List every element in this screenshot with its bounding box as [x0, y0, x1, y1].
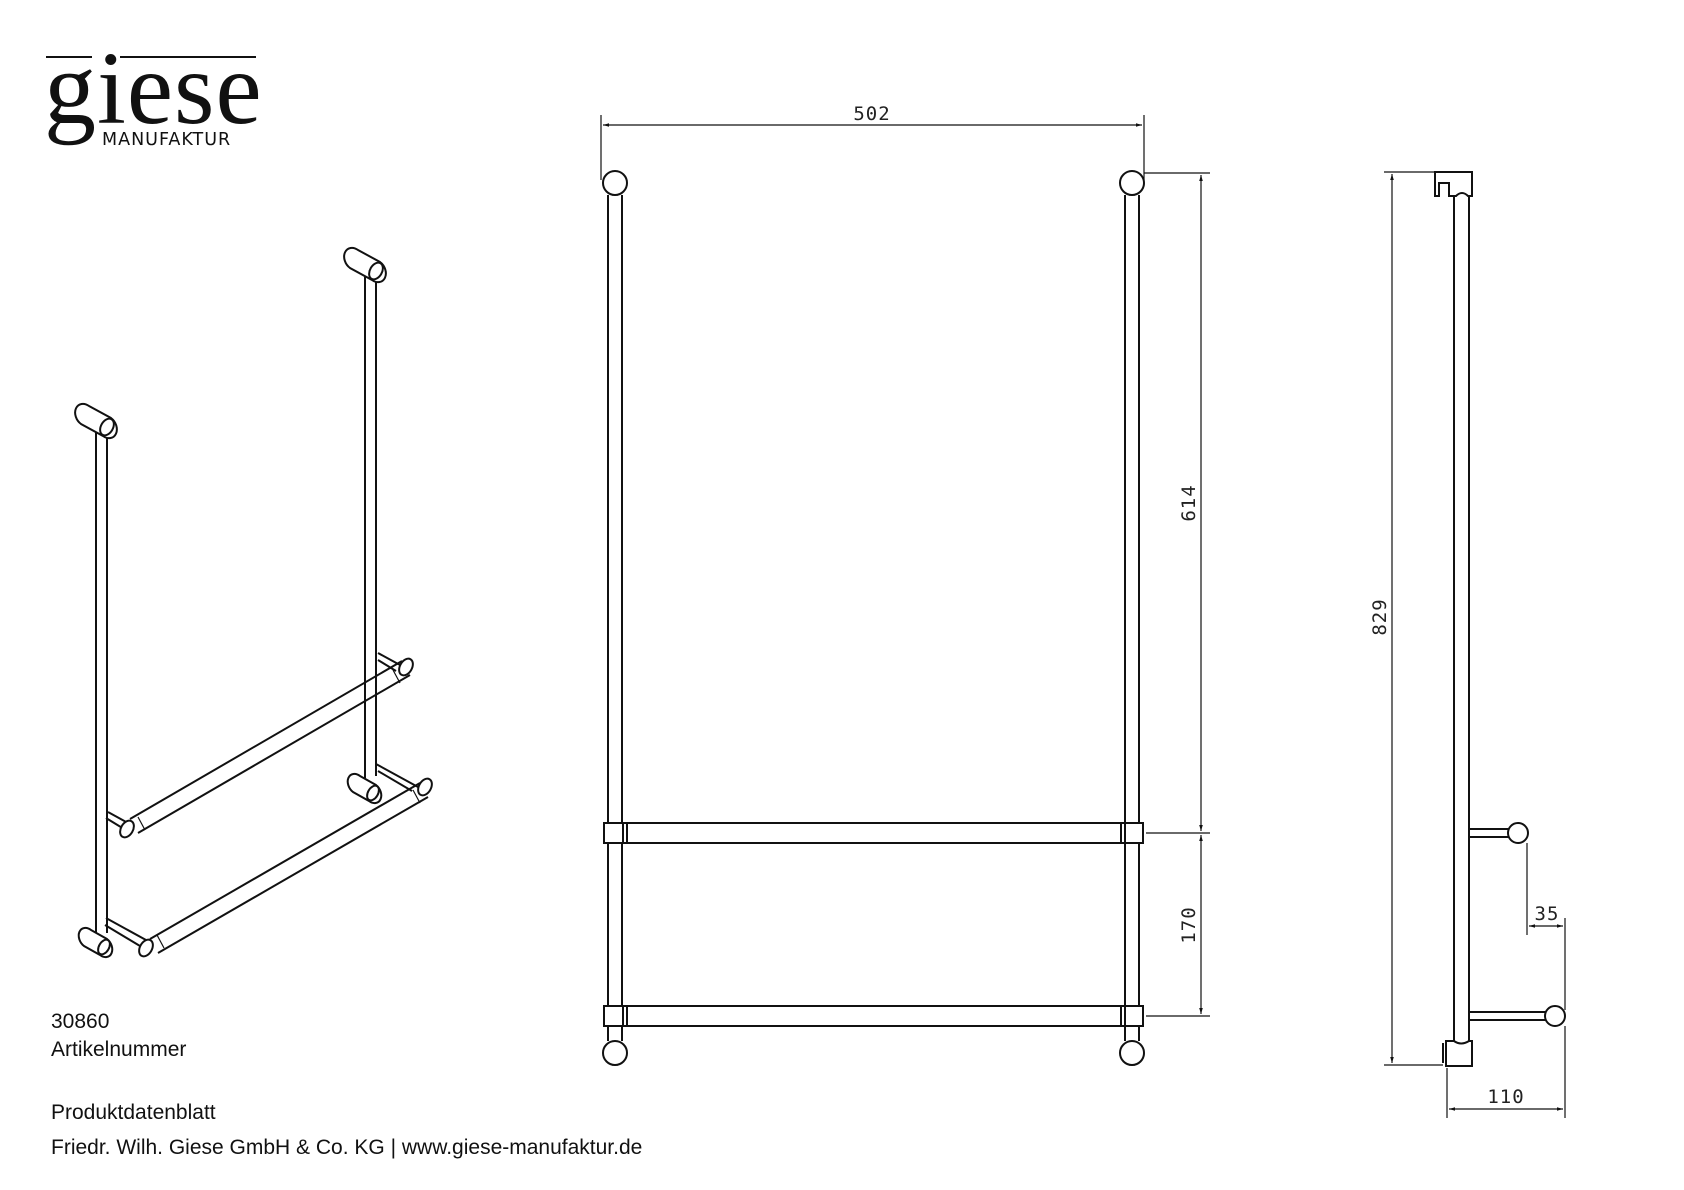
logo-brand-name: giese — [44, 31, 263, 146]
dimension-bar-spacing-label: 170 — [1178, 906, 1200, 943]
dimension-depth: 110 — [1446, 1026, 1566, 1118]
sheet-title: Produktdatenblatt — [51, 1101, 216, 1124]
article-number-label: Artikelnummer — [51, 1038, 187, 1061]
dimension-bar-spacing: 170 — [1146, 835, 1210, 1017]
article-number: 30860 — [51, 1010, 110, 1033]
dimension-width-label: 502 — [853, 103, 890, 125]
dimension-width: 502 — [600, 103, 1145, 180]
dimension-upper-height-label: 614 — [1178, 484, 1200, 521]
dimension-depth-label: 110 — [1487, 1086, 1524, 1108]
company-line: Friedr. Wilh. Giese GmbH & Co. KG | www.… — [51, 1136, 643, 1159]
floor-mount-icon — [346, 772, 383, 805]
dimension-arm-offset: 35 — [1526, 843, 1566, 1010]
isometric-view — [74, 246, 433, 959]
logo-subtitle: MANUFAKTUR — [102, 130, 232, 150]
side-view: 829 35 110 — [1369, 171, 1566, 1118]
logo-rule-right — [120, 56, 256, 58]
dimension-arm-offset-label: 35 — [1535, 903, 1560, 925]
dimension-upper-height: 614 — [1144, 172, 1210, 834]
wall-mount-icon — [74, 402, 118, 440]
dimension-total-height: 829 — [1369, 171, 1443, 1066]
floor-mount-icon — [77, 926, 114, 959]
front-view: 502 614 170 — [600, 103, 1210, 1066]
logo-rule-left — [46, 56, 92, 58]
dimension-total-height-label: 829 — [1369, 598, 1391, 635]
wall-mount-icon — [343, 246, 387, 284]
